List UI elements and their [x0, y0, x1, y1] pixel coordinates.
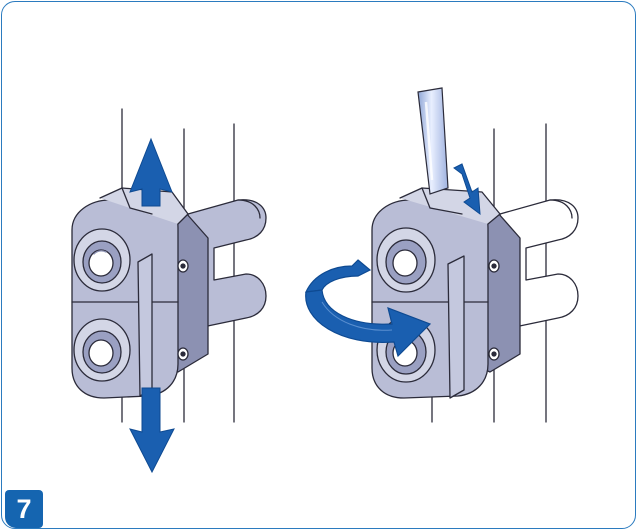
- right-assembly: [371, 123, 579, 423]
- step-number: 7: [16, 493, 32, 524]
- rotate-arrow-icon: [305, 259, 432, 358]
- right-upper-spool: [376, 227, 436, 293]
- up-down-arrow-icon: [129, 137, 175, 474]
- down-arrow-icon: [453, 163, 481, 216]
- left-screws: [177, 259, 189, 361]
- left-upper-spool: [73, 228, 131, 292]
- right-release-lever: [447, 255, 465, 399]
- label-tape-icon: [417, 87, 449, 195]
- right-screws: [488, 259, 500, 361]
- step-number-badge: 7: [5, 490, 43, 528]
- left-release-lever: [137, 253, 153, 397]
- left-assembly: [71, 108, 267, 423]
- left-lower-spool: [73, 318, 131, 382]
